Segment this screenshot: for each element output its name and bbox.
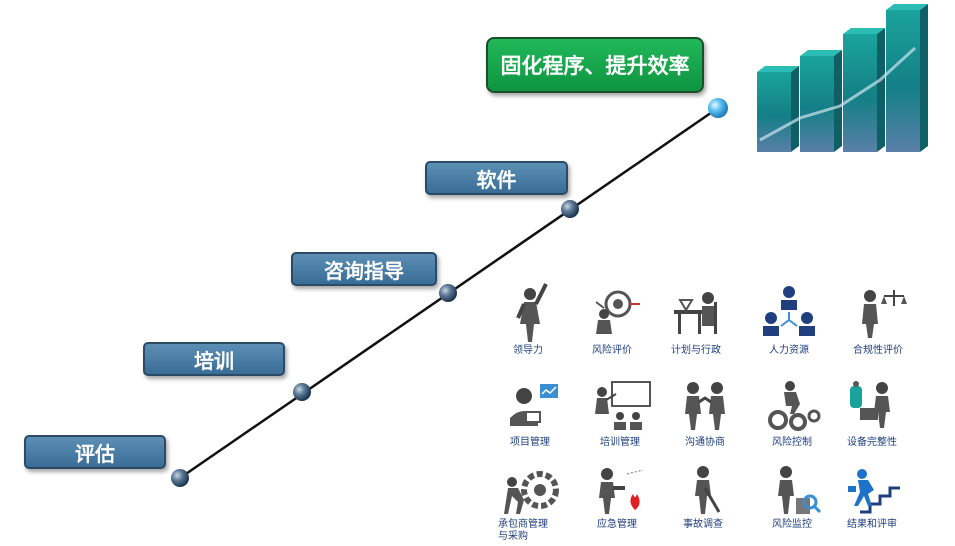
monitoring-icon: [778, 466, 822, 514]
icon-label: 结果和评审: [847, 519, 897, 530]
icon-label: 事故调查: [683, 519, 723, 530]
step-consulting-label: 咨询指导: [324, 258, 404, 283]
equipment-cell: 设备完整性: [832, 378, 912, 458]
icon-label: 人力资源: [769, 345, 809, 356]
leader-cell: 领导力: [488, 282, 568, 362]
risk-assessment-cell: 风险评价: [572, 282, 652, 362]
growth-bars-graphic: [757, 4, 928, 152]
communication-cell: 沟通协商: [665, 378, 745, 458]
icon-label: 风险控制: [772, 437, 812, 448]
risk-control-cell: 风险控制: [752, 378, 832, 458]
review-icon: [848, 469, 900, 514]
planning-cell: 计划与行政: [656, 282, 736, 362]
risk-assessment-icon: [595, 290, 640, 334]
review-cell: 结果和评审: [832, 464, 912, 544]
investigation-cell: 事故调查: [663, 464, 743, 544]
node-1: [171, 469, 189, 487]
hr-icon: [763, 286, 815, 336]
icon-label: 应急管理: [597, 519, 637, 530]
project-cell: 项目管理: [490, 378, 570, 458]
icon-label: 风险监控: [772, 519, 812, 530]
icon-label: 合规性评价: [853, 345, 903, 356]
icon-label: 承包商管理与采购: [498, 519, 548, 542]
planning-icon: [674, 292, 717, 334]
investigation-icon: [695, 466, 721, 514]
step-solidify: 固化程序、提升效率: [486, 37, 704, 93]
risk-control-icon: [768, 381, 821, 431]
node-4: [561, 200, 579, 218]
monitoring-cell: 风险监控: [752, 464, 832, 544]
node-5: [708, 98, 728, 118]
node-3: [439, 284, 457, 302]
leader-icon: [516, 283, 548, 342]
equipment-icon: [850, 381, 890, 428]
icon-label: 风险评价: [592, 345, 632, 356]
step-consulting: 咨询指导: [291, 252, 437, 286]
training-icon: [595, 381, 651, 430]
project-icon: [510, 384, 558, 426]
communication-icon: [685, 382, 725, 430]
step-software: 软件: [425, 161, 568, 195]
icon-label: 领导力: [513, 345, 543, 356]
step-assess-label: 评估: [75, 441, 115, 466]
emergency-cell: 应急管理: [577, 464, 657, 544]
icon-label: 沟通协商: [685, 437, 725, 448]
icon-label: 项目管理: [510, 437, 550, 448]
node-2: [293, 383, 311, 401]
contractor-cell: 承包商管理与采购: [492, 464, 572, 544]
icon-label: 培训管理: [600, 437, 640, 448]
step-software-label: 软件: [476, 167, 517, 192]
step-solidify-label: 固化程序、提升效率: [500, 54, 690, 78]
step-assess: 评估: [24, 435, 166, 469]
compliance-icon: [862, 290, 907, 338]
contractor-icon: [504, 471, 559, 514]
step-training-label: 培训: [194, 348, 234, 373]
emergency-icon: [599, 468, 644, 514]
training-cell: 培训管理: [580, 378, 660, 458]
icon-label: 计划与行政: [671, 345, 721, 356]
compliance-cell: 合规性评价: [838, 282, 918, 362]
icon-label: 设备完整性: [847, 437, 897, 448]
step-training: 培训: [143, 342, 285, 376]
hr-cell: 人力资源: [749, 282, 829, 362]
